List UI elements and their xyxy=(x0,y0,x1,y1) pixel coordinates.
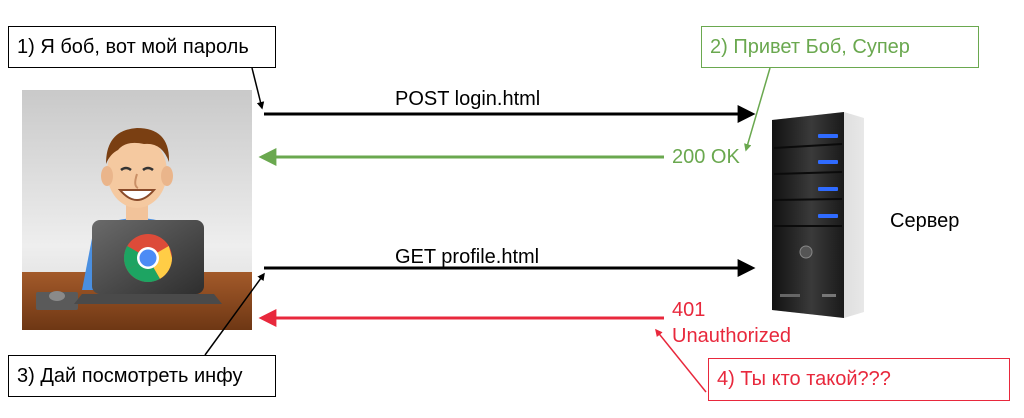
note-step2-text: 2) Привет Боб, Супер xyxy=(710,35,910,58)
note-step2-connector xyxy=(744,67,771,152)
note-step1: 1) Я боб, вот мой пароль xyxy=(8,26,276,68)
note-step4-text: 4) Ты кто такой??? xyxy=(717,368,891,390)
unauth-code-label: 401 xyxy=(672,299,706,321)
note-step1-text: 1) Я боб, вот мой пароль xyxy=(17,35,249,58)
server-tower-icon xyxy=(772,112,864,318)
chrome-logo-icon xyxy=(123,234,172,283)
user-at-laptop-icon xyxy=(22,90,252,330)
note-step4-connector xyxy=(655,328,707,393)
note-step4: 4) Ты кто такой??? xyxy=(708,358,1010,401)
note-step1-connector xyxy=(251,67,265,110)
note-step3: 3) Дай посмотреть инфу xyxy=(8,355,276,397)
server-label: Сервер xyxy=(890,210,960,232)
get-request-label: GET profile.html xyxy=(395,246,540,268)
note-step2: 2) Привет Боб, Супер xyxy=(701,26,979,68)
note-step3-text: 3) Дай посмотреть инфу xyxy=(17,364,243,387)
ok-response-label: 200 OK xyxy=(672,146,740,168)
unauth-text-label: Unauthorized xyxy=(672,325,791,347)
note-step3-connector xyxy=(204,272,265,356)
post-request-label: POST login.html xyxy=(395,88,541,110)
